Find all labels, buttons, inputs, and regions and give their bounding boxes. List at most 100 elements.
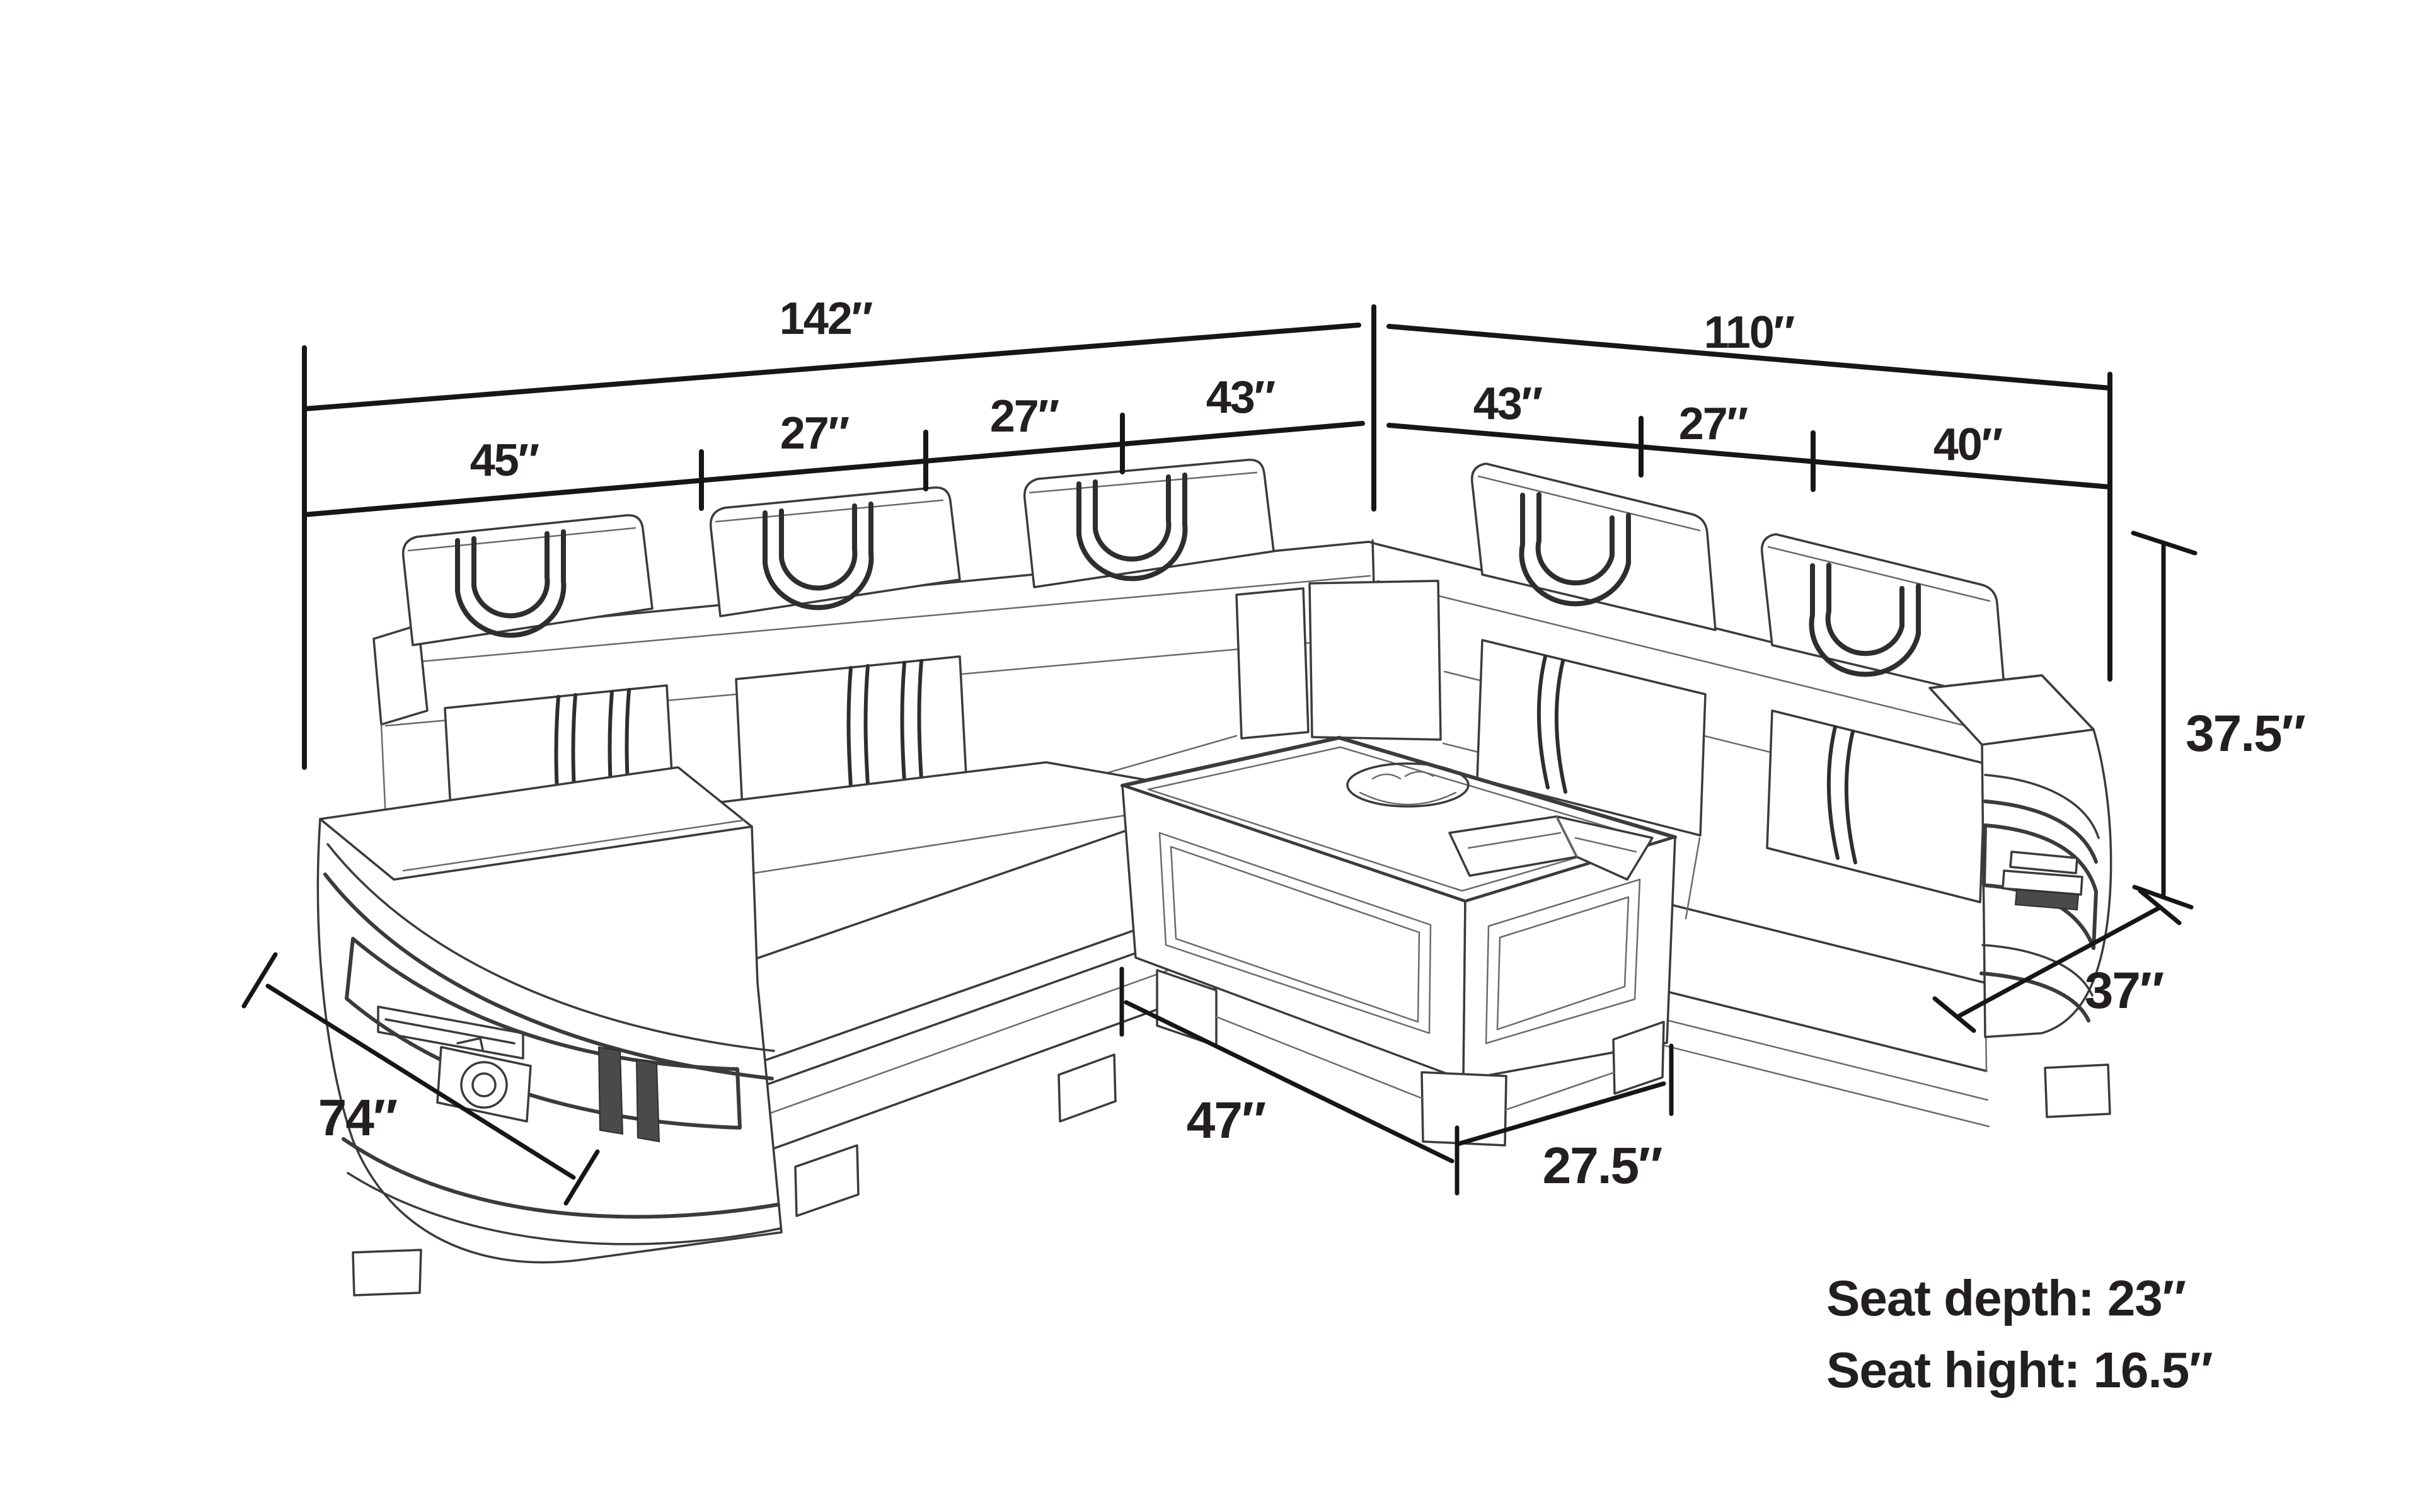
dim-label-table-depth: 27.5″ — [1543, 1137, 1662, 1194]
camera-top — [456, 1037, 484, 1051]
dimension-labels: 142″ 110″ 45″ 27″ 27″ 43″ 43″ 27″ 40″ 37… — [318, 294, 2307, 1398]
dim-label-27a: 27″ — [780, 408, 850, 459]
corner-pillows — [967, 580, 1652, 814]
armrest-band — [1979, 971, 2090, 1022]
headrest — [1470, 462, 1717, 631]
pillow-stripe — [1826, 725, 1840, 860]
dim-label-27c: 27″ — [1679, 399, 1748, 449]
armrest-band — [347, 1172, 781, 1246]
dim-line-right-segments — [1386, 423, 2112, 490]
left-armrest — [316, 766, 783, 1297]
table-panel-inset-inner — [1170, 845, 1420, 1023]
dim-tick — [241, 952, 278, 1009]
sofa-line-art — [316, 459, 2112, 1297]
back-pillow — [1766, 709, 1986, 903]
dim-tick — [563, 1149, 600, 1206]
dim-label-arm-depth: 37″ — [2085, 962, 2164, 1019]
headrest-strap-inner — [1825, 563, 1904, 656]
armrest-band — [1981, 944, 2094, 997]
table-panel-inset — [1485, 878, 1641, 1045]
headrest-top-seam — [1028, 471, 1258, 494]
note-seat-height: Seat hight: 16.5″ — [1826, 1342, 2213, 1398]
sofa-foot — [794, 1144, 860, 1217]
headrest — [1760, 533, 2007, 702]
headrest-top-seam — [1767, 546, 1991, 602]
dim-tick — [2131, 530, 2198, 556]
headrest — [709, 486, 961, 617]
headrest-top-seam — [1477, 475, 1701, 532]
dim-label-table-length: 47″ — [1187, 1092, 1265, 1149]
right-back-inner-edge — [1376, 580, 2018, 740]
headrest-strap — [1076, 472, 1188, 581]
camera-drawing — [436, 1046, 532, 1123]
headrest-strap-inner — [1535, 492, 1615, 586]
headrest — [1023, 459, 1275, 588]
books-drawing — [2002, 869, 2083, 896]
dim-label-43R: 43″ — [1473, 379, 1543, 429]
armrest-top-roll — [402, 819, 745, 872]
headrest-strap-inner — [1093, 474, 1172, 562]
table-bowl — [1346, 762, 1470, 808]
dim-label-142: 142″ — [780, 294, 873, 344]
dimension-lines — [241, 304, 2198, 1206]
left-back-inner-edge — [420, 575, 1371, 663]
table-bowl-contents — [1359, 770, 1457, 806]
decor-bottle — [597, 1046, 624, 1135]
table-foot — [1612, 1021, 1665, 1095]
books-drawing — [2009, 850, 2078, 874]
headrest-strap — [455, 529, 567, 638]
headrests-left — [401, 459, 1275, 646]
headrest-strap — [1519, 493, 1631, 607]
coffee-table — [1121, 736, 1677, 1147]
armrest-band — [1984, 774, 2100, 839]
headrest-strap-inner — [471, 531, 550, 619]
sofa-foot — [2044, 1063, 2111, 1118]
camera-lens-inner — [471, 1072, 497, 1097]
dim-label-chaise: 74″ — [318, 1089, 397, 1147]
pillow-stripe — [1844, 730, 1857, 864]
dim-line-142 — [302, 323, 1361, 411]
headrest — [401, 514, 654, 646]
decor-bottle — [635, 1058, 660, 1143]
table-foot — [1420, 1071, 1507, 1147]
sofa-foot — [1057, 1053, 1117, 1123]
dim-tick — [1932, 996, 1976, 1033]
armrest-band — [1983, 799, 2098, 864]
table-panel-inset — [1158, 832, 1432, 1034]
dim-label-110: 110″ — [1704, 307, 1795, 358]
back-pillow — [1476, 639, 1707, 837]
corner-side-pillow — [1235, 587, 1310, 740]
table-plinth — [1215, 1016, 1616, 1111]
dim-label-45: 45″ — [470, 435, 539, 486]
pillows-right — [1476, 639, 1986, 903]
pillow-stripe — [1536, 655, 1550, 789]
armrest-top-face — [319, 766, 753, 881]
dim-line-arm-depth — [1956, 905, 2163, 1019]
dim-line-table-length — [1124, 1000, 1455, 1164]
dim-line-chaise — [265, 983, 576, 1180]
corner-pillow — [1308, 580, 1442, 741]
dim-label-27b: 27″ — [990, 391, 1059, 442]
right-armrest — [1928, 674, 2112, 1038]
back-corner-seam — [1368, 539, 1379, 587]
table-book-pages — [1467, 815, 1637, 858]
dim-tick — [2138, 888, 2182, 925]
dim-line-left-segments — [302, 421, 1365, 517]
dim-tick — [2132, 885, 2194, 910]
books-drawing-dark — [2014, 888, 2080, 911]
dim-label-43L: 43″ — [1206, 372, 1276, 423]
camera-lens — [460, 1061, 508, 1109]
right-seat-divider — [1685, 837, 1701, 920]
dvd-player-drawing — [377, 1005, 524, 1060]
headrest-strap-inner — [779, 503, 858, 591]
table-panel-inset-inner — [1496, 896, 1630, 1031]
note-seat-depth: Seat depth: 23″ — [1826, 1270, 2186, 1326]
dim-line-table-depth — [1455, 1081, 1666, 1147]
headrest-top-seam — [715, 499, 944, 523]
headrest-strap — [763, 501, 874, 610]
dim-label-height: 37.5″ — [2186, 705, 2305, 762]
dim-line-110 — [1386, 324, 2112, 391]
dim-label-40: 40″ — [1933, 420, 2003, 470]
